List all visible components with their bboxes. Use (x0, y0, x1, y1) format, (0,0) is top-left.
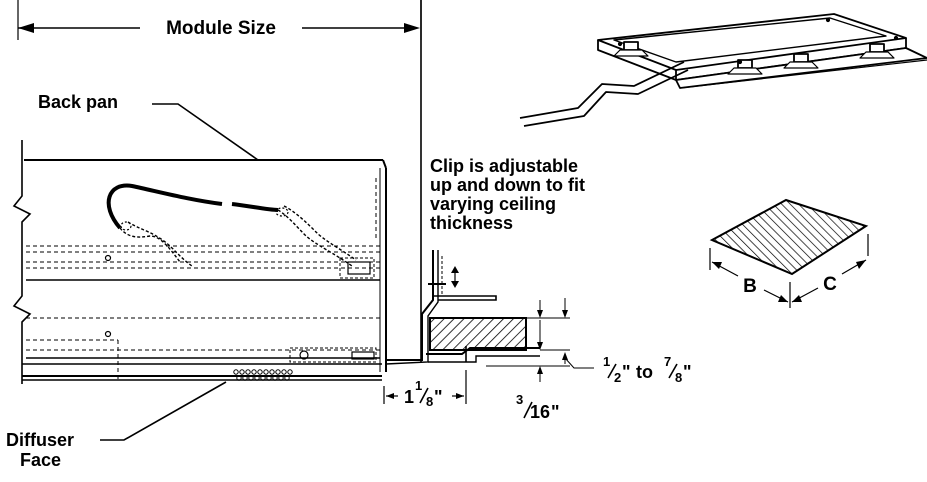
clip-note: Clip is adjustable up and down to fit va… (430, 156, 585, 233)
tile-dimensions (486, 298, 594, 382)
offset-denominator: 8 (426, 394, 433, 409)
flange-unit: " (551, 402, 560, 422)
diffuser-label-line-2: Face (20, 450, 61, 470)
safety-cable (106, 183, 357, 267)
arrowhead-right-icon (404, 23, 420, 33)
range-to-denominator: 8 (675, 370, 682, 385)
diffuser-body (12, 140, 387, 384)
dim-c-label: C (823, 274, 837, 295)
range-from-unit: " (622, 362, 631, 382)
flange-denominator: 16 (530, 402, 550, 422)
range-to-numerator: 7 (664, 354, 671, 369)
ceiling-range-dimension: 1 2 " to 7 8 " (603, 354, 692, 385)
clip-offset-dimension: 1 1 8 " (383, 370, 467, 409)
module-size-label: Module Size (166, 18, 276, 39)
clip-note-line-2: up and down to fit (430, 175, 585, 195)
flange-thickness-dimension: 3 16 " (516, 392, 560, 422)
diffuser-label-line-1: Diffuser (6, 430, 74, 450)
clip-note-line-3: varying ceiling (430, 194, 556, 214)
range-to-unit: " (683, 362, 692, 382)
isometric-frame (519, 13, 927, 127)
tile-dimensions-detail: B C (709, 198, 869, 308)
flange-numerator: 3 (516, 392, 523, 407)
adjust-down-arrow-icon (451, 281, 459, 288)
back-pan-label: Back pan (38, 92, 118, 112)
back-pan-callout: Back pan (38, 92, 259, 161)
adjust-up-arrow-icon (451, 266, 459, 273)
perforations (233, 369, 293, 381)
offset-unit: " (434, 387, 443, 407)
hatched-tile (709, 198, 869, 276)
clip-note-line-1: Clip is adjustable (430, 156, 578, 176)
module-size-dimension: Module Size (17, 0, 422, 40)
range-from-denominator: 2 (614, 370, 621, 385)
offset-numerator: 1 (415, 378, 422, 393)
diffuser-face-callout: Diffuser Face (6, 381, 227, 470)
ceiling-tile (429, 317, 527, 351)
clip-note-line-4: thickness (430, 213, 513, 233)
offset-whole: 1 (404, 387, 414, 407)
dim-b-label: B (743, 276, 757, 297)
range-from-numerator: 1 (603, 354, 610, 369)
arrowhead-left-icon (18, 23, 34, 33)
range-connector: to (636, 362, 653, 382)
